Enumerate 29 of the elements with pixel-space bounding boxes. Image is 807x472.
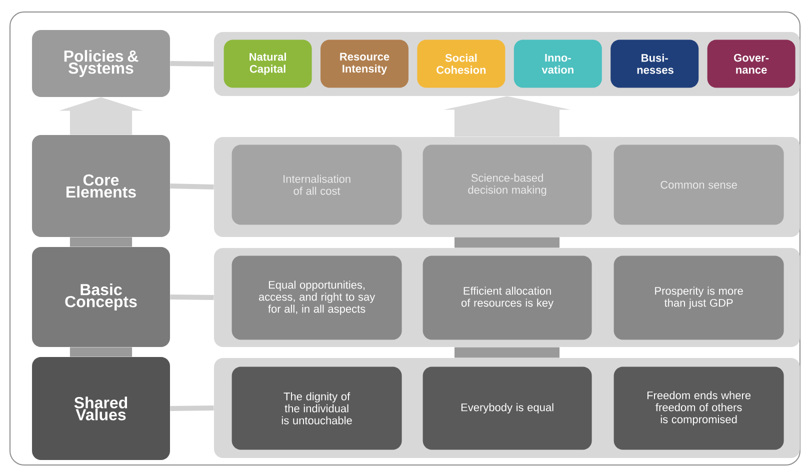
- level-box: Core Elements: [32, 135, 170, 237]
- connector-line: [170, 406, 214, 411]
- connector-line: [170, 61, 214, 66]
- connector-bar: [70, 237, 132, 247]
- statement-box: Efficient allocation of resources is key: [422, 256, 592, 340]
- category-box: Gover-nance: [707, 40, 796, 88]
- statement-box: Freedom ends where freedom of others is compromised: [614, 366, 784, 450]
- category-box: Busi-nesses: [610, 40, 699, 88]
- level-box: Policies & Systems: [32, 30, 170, 97]
- level-box: Basic Concepts: [32, 247, 170, 347]
- connector-line: [170, 184, 214, 190]
- connector-bar: [70, 347, 132, 357]
- statement-box: Equal opportunities, access, and right to say for all, in all aspects: [232, 256, 402, 340]
- connector-bar: [454, 347, 560, 358]
- category-box: Inno-vation: [514, 40, 602, 88]
- connector-line: [170, 294, 214, 300]
- block-arrow: [58, 97, 144, 135]
- statement-box: Internalisation of all cost: [232, 144, 402, 225]
- statement-box: Everybody is equal: [422, 366, 592, 450]
- statement-box: The dignity of the individual is untouchable: [232, 366, 402, 450]
- category-box: Social Cohesion: [417, 40, 506, 88]
- block-arrow: [444, 96, 570, 137]
- connector-bar: [454, 237, 560, 248]
- category-box: Natural Capital: [224, 40, 312, 88]
- statement-box: Prosperity is more than just GDP: [614, 256, 784, 340]
- statement-box: Science-based decision making: [422, 144, 592, 225]
- statement-box: Common sense: [614, 144, 784, 225]
- category-box: Resource Intensity: [320, 40, 408, 88]
- level-box: Shared Values: [32, 357, 170, 460]
